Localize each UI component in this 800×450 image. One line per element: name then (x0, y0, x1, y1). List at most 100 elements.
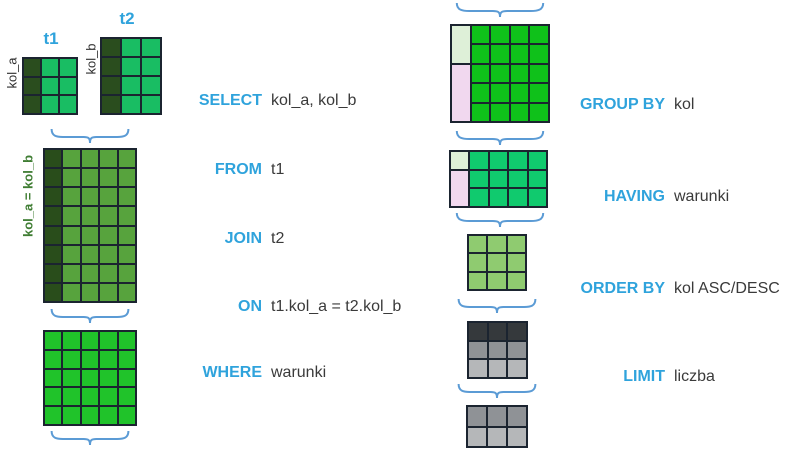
grid-cell (63, 388, 80, 406)
grid-cell (81, 207, 99, 225)
grid-cell (118, 369, 135, 387)
grid-cell (470, 189, 488, 206)
grid-cell (489, 152, 508, 169)
grid-cell (45, 283, 62, 301)
grid-cell (102, 39, 120, 56)
grid-cell (509, 152, 527, 169)
grid-cell (45, 188, 62, 206)
table-t1-grid (22, 57, 78, 115)
value-order-by: kol ASC/DESC (674, 280, 780, 297)
grid-cell (508, 427, 526, 446)
grid-cell (81, 226, 99, 244)
grid-cell (118, 188, 135, 206)
flow-brace (50, 128, 130, 144)
grid-cell (471, 103, 490, 121)
grid-cell (510, 64, 529, 83)
grid-cell (468, 427, 486, 446)
grid-cell (509, 170, 527, 188)
grid-cell (100, 226, 117, 244)
grid-cell (60, 96, 76, 113)
grid-cell (451, 170, 469, 206)
grid-cell (45, 207, 62, 225)
grid-cell (118, 150, 135, 168)
table-t2-grid (100, 37, 162, 115)
grid-cell (42, 77, 58, 95)
grid-cell (63, 169, 80, 187)
having-result-grid (449, 150, 548, 208)
grid-cell (491, 26, 509, 44)
value-limit: liczba (674, 368, 715, 385)
grid-cell (452, 26, 470, 63)
grid-cell (63, 264, 80, 282)
grid-cell (491, 84, 509, 102)
grid-cell (102, 58, 120, 75)
grid-cell (488, 236, 506, 253)
grid-cell (63, 283, 80, 301)
grid-cell (81, 150, 99, 168)
grid-cell (452, 64, 470, 121)
grid-cell (102, 77, 120, 94)
grid-cell (118, 245, 135, 263)
keyword-limit: LIMIT (623, 368, 665, 385)
grid-cell (528, 152, 546, 169)
grid-cell (488, 341, 507, 359)
grid-cell (142, 39, 160, 56)
grid-cell (24, 77, 40, 95)
table-t2-title: t2 (119, 9, 135, 28)
grid-cell (45, 226, 62, 244)
grid-cell (507, 254, 525, 271)
grid-cell (60, 59, 76, 76)
grid-cell (63, 150, 80, 168)
grid-cell (63, 369, 80, 387)
grid-cell (45, 407, 62, 424)
grid-cell (508, 323, 526, 340)
grid-cell (118, 332, 135, 349)
grid-cell (510, 103, 529, 121)
grid-cell (118, 226, 135, 244)
sql-clause-select: SELECT kol_a, kol_b (100, 92, 357, 110)
value-join: t2 (271, 230, 285, 247)
keyword-where: WHERE (202, 364, 262, 381)
grid-cell (471, 84, 490, 102)
grid-cell (45, 264, 62, 282)
grid-cell (63, 245, 80, 263)
grid-cell (122, 77, 140, 94)
grid-cell (510, 26, 529, 44)
keyword-from: FROM (214, 161, 262, 178)
t2-column-label: kol_b (83, 43, 99, 75)
grid-cell (63, 188, 80, 206)
grid-cell (530, 45, 548, 63)
grid-cell (100, 188, 117, 206)
value-where: warunki (271, 364, 327, 381)
grid-cell (63, 407, 80, 424)
grid-cell (488, 254, 506, 271)
sql-clause-limit: LIMIT liczba (560, 368, 715, 386)
grid-cell (470, 170, 488, 188)
keyword-on: ON (238, 298, 262, 315)
grid-cell (45, 169, 62, 187)
grid-cell (451, 152, 469, 169)
grid-cell (81, 388, 99, 406)
grid-cell (100, 388, 117, 406)
grid-cell (100, 150, 117, 168)
grid-cell (528, 189, 546, 206)
grid-cell (102, 96, 120, 113)
t1-column-label: kol_a (4, 57, 20, 89)
value-on: t1.kol_a = t2.kol_b (271, 298, 402, 315)
value-having: warunki (674, 188, 730, 205)
grid-cell (100, 407, 117, 424)
grid-cell (63, 332, 80, 349)
grid-cell (488, 323, 507, 340)
keyword-order-by: ORDER BY (580, 280, 665, 297)
flow-brace (455, 2, 545, 18)
grid-cell (118, 283, 135, 301)
sql-clause-join: JOIN t2 (100, 230, 285, 248)
grid-cell (45, 150, 62, 168)
table-t1-title: t1 (43, 29, 59, 48)
grid-cell (81, 169, 99, 187)
grid-cell (469, 236, 487, 253)
grid-cell (469, 341, 487, 359)
flow-brace (50, 430, 130, 446)
sql-clause-having: HAVING warunki (560, 188, 729, 206)
value-from: t1 (271, 161, 285, 178)
